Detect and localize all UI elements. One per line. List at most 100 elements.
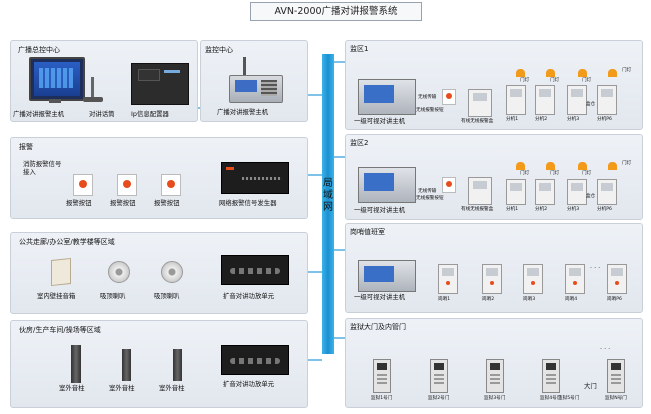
panel-title: 广播总控中心	[18, 46, 60, 54]
device-label: 无线报警按钮	[416, 196, 444, 201]
door-lamp-icon	[608, 162, 617, 170]
door-label: 监狱1号门	[371, 396, 393, 401]
panel-zone2: 监区2 一级可视对讲主机 无线传输 无线报警按钮 有线无线报警盒 分机1 分机2…	[345, 134, 643, 220]
panel-title: 监控中心	[205, 46, 233, 54]
extension-label: 分机P6	[597, 117, 612, 122]
wall-speaker-device	[51, 257, 71, 287]
panel-zone1: 监区1 一级可视对讲主机 无线传输 无线报警按钮 有线无线报警盒 分机1 分机2…	[345, 40, 643, 130]
console-mic	[243, 57, 246, 75]
device-label: 吸顶喇叭	[154, 292, 180, 300]
extension-label: 分机3	[567, 117, 580, 122]
main-gate-label: 大门	[584, 382, 597, 390]
lan-label: 局域网	[323, 178, 333, 213]
post-label: 岗哨1	[438, 297, 451, 302]
panel-gate: 监狱大门及内管门 监狱1号门 监狱2号门 监狱3号门 监狱4号门 监狱5号门 监…	[345, 318, 643, 408]
panel-title: 监区2	[350, 139, 369, 147]
alarm-button-device	[73, 174, 93, 196]
panel-broadcast-center: 广播总控中心 广播对讲报警主机 对讲话筒 Ip信息配置器	[10, 40, 198, 122]
door-lamp-icon	[578, 69, 587, 77]
device-label: 室外音柱	[59, 384, 85, 392]
device-label: 广播对讲报警主机	[217, 108, 269, 116]
panel-title: 公共走廊/办公室/教学楼等区域	[19, 238, 115, 246]
column-speaker-device	[71, 345, 81, 383]
lamp-label: 门灯	[520, 78, 530, 83]
extension-label: 分机2	[535, 117, 548, 122]
post-device	[482, 264, 502, 294]
wireless-button-device	[442, 89, 456, 105]
door-lamp-icon	[516, 162, 525, 170]
door-lamp-icon	[608, 69, 617, 77]
device-label: 报警按钮	[110, 199, 136, 207]
monitor-stand	[49, 99, 61, 103]
panel-title: 岗哨值班室	[350, 228, 385, 236]
door-station-device	[486, 359, 504, 393]
device-label: 室内壁挂音箱	[37, 292, 76, 300]
lamp-label: 门灯	[582, 171, 592, 176]
microphone-device	[91, 77, 94, 97]
device-label: 报警按钮	[154, 199, 180, 207]
device-label: 有线无线报警盒	[461, 207, 494, 212]
door-label: 监狱4号门	[540, 396, 562, 401]
wireless-label: 无线传输	[418, 95, 437, 100]
post-device	[565, 264, 585, 294]
extension-device	[506, 85, 526, 115]
device-label: 一级可视对讲主机	[354, 293, 406, 301]
column-speaker-device	[122, 349, 131, 381]
post-device	[438, 264, 458, 294]
device-label: Ip信息配置器	[131, 110, 169, 118]
device-label: 一级可视对讲主机	[354, 117, 406, 125]
post-label: 岗哨P6	[607, 297, 622, 302]
post-device	[523, 264, 543, 294]
amplifier-device	[221, 255, 289, 285]
alarm-generator-device	[221, 162, 289, 194]
device-label: 室外音柱	[109, 384, 135, 392]
extension-label: 分机1	[506, 117, 519, 122]
device-label: 无线报警按钮	[416, 108, 444, 113]
ellipsis: · · ·	[590, 264, 601, 272]
device-label: 网络报警信号发生器	[219, 199, 277, 207]
lamp-label: 门灯	[622, 68, 632, 73]
wired-alarm-box-device	[468, 177, 492, 205]
lamp-label: 门灯	[550, 78, 560, 83]
ceiling-speaker-device	[108, 261, 130, 283]
device-label: 有线无线报警盒	[461, 119, 494, 124]
post-label: 岗哨2	[482, 297, 495, 302]
extension-label: 分机3	[567, 207, 580, 212]
door-station-device	[373, 359, 391, 393]
lamp-label: 门灯	[582, 78, 592, 83]
device-label: 室外音柱	[159, 384, 185, 392]
wireless-label: 无线传输	[418, 189, 437, 194]
alarm-button-device	[117, 174, 137, 196]
door-station-device	[542, 359, 560, 393]
door-label: 监狱N号门	[605, 396, 627, 401]
door-lamp-icon	[546, 69, 555, 77]
panel-alarm: 报警 消防报警信号接入 报警按钮 报警按钮 报警按钮 网络报警信号发生器	[10, 137, 308, 219]
lamp-label: 门灯	[622, 161, 632, 166]
console-device	[229, 75, 283, 103]
panel-monitor-center: 监控中心 广播对讲报警主机	[200, 40, 308, 122]
extension-device	[597, 85, 617, 115]
extension-label: 分机P6	[597, 207, 612, 212]
extension-device	[535, 179, 555, 205]
main-intercom-device	[358, 260, 416, 292]
main-intercom-device	[358, 167, 416, 203]
device-label: 吸顶喇叭	[100, 292, 126, 300]
panel-guard: 岗哨值班室 一级可视对讲主机 岗哨1 岗哨2 岗哨3 岗哨4 岗哨P6 · · …	[345, 223, 643, 313]
amplifier-device	[221, 345, 289, 375]
door-label: 监狱2号门	[428, 396, 450, 401]
door-label: 监狱5号门	[558, 396, 580, 401]
system-title: AVN-2000广播对讲报警系统	[250, 2, 422, 21]
post-label: 岗哨4	[565, 297, 578, 302]
ellipsis: · · ·	[600, 345, 611, 353]
mic-base	[83, 97, 103, 102]
door-lamp-icon	[516, 69, 525, 77]
device-label: 对讲话筒	[89, 110, 115, 118]
lan-backbone	[322, 54, 334, 354]
extension-device	[597, 179, 617, 205]
extension-device	[506, 179, 526, 205]
panel-title: 监狱大门及内管门	[350, 323, 406, 331]
device-label: 扩音对讲功放单元	[223, 380, 275, 388]
fire-alarm-input: 消防报警信号接入	[23, 160, 62, 176]
post-device	[607, 264, 627, 294]
